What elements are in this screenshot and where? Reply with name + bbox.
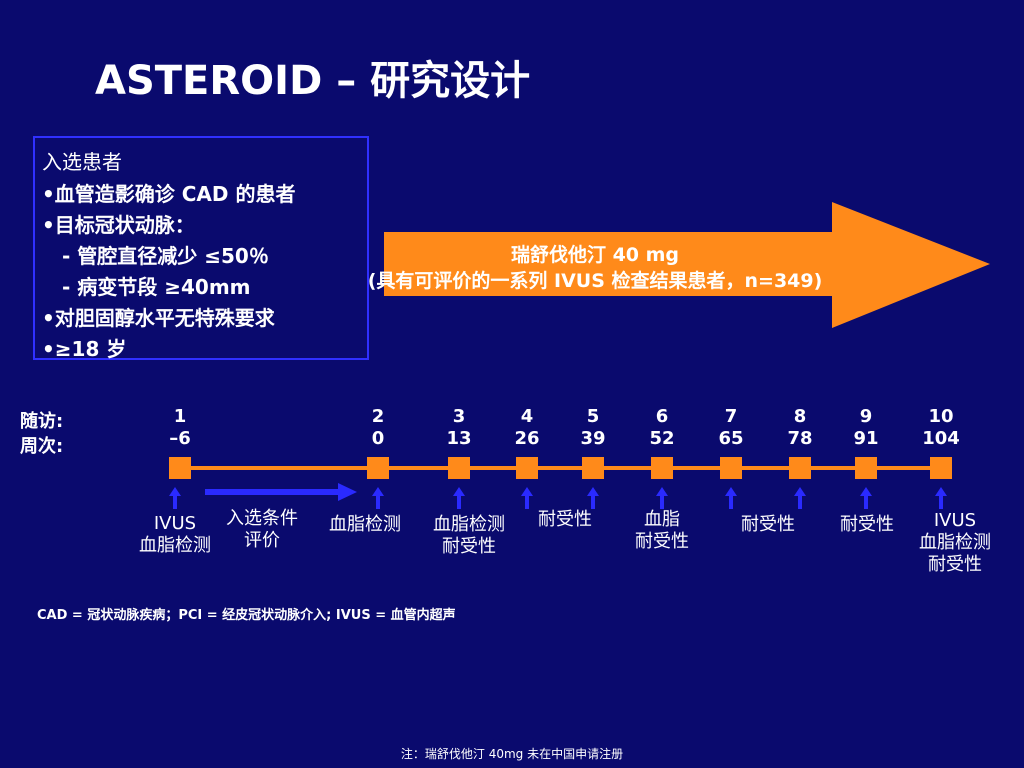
week-number: –6 xyxy=(169,428,191,449)
assessment-up-arrow xyxy=(372,487,384,509)
assessment-up-arrow xyxy=(521,487,533,509)
assessment-visit-2: 血脂检测 xyxy=(329,514,401,535)
assessment-up-arrow xyxy=(935,487,947,509)
week-number: 13 xyxy=(446,428,472,449)
criteria-line-1: •血管造影确诊 CAD 的患者 xyxy=(42,182,296,206)
visit-marker xyxy=(855,457,877,479)
registration-note: 注：瑞舒伐他汀 40mg 未在中国申请注册 xyxy=(400,747,624,761)
criteria-line-4: - 病变节段 ≥40mm xyxy=(62,275,251,299)
page-title: ASTEROID – 研究设计 xyxy=(95,58,531,104)
visit-tick-label: 1–6 xyxy=(150,406,210,450)
week-number: 104 xyxy=(922,428,960,449)
visit-row-label: 随访: xyxy=(20,411,64,432)
treatment-arrow-shape xyxy=(384,202,990,328)
visit-number: 4 xyxy=(520,406,534,427)
criteria-line-5: •对胆固醇水平无特殊要求 xyxy=(42,306,275,330)
assessment-visit-6: 血脂耐受性 xyxy=(635,509,689,552)
assessment-up-arrow xyxy=(794,487,806,509)
week-number: 65 xyxy=(718,428,744,449)
visit-number: 5 xyxy=(586,406,600,427)
timeline-line xyxy=(175,466,945,470)
visit-number: 1 xyxy=(173,406,187,427)
screening-arrow xyxy=(205,483,357,501)
visit-number: 7 xyxy=(724,406,738,427)
visit-marker xyxy=(789,457,811,479)
assessment-screening: 入选条件评价 xyxy=(226,508,298,551)
assessment-visit-4-5: 耐受性 xyxy=(538,509,592,530)
visit-marker xyxy=(651,457,673,479)
assessment-up-arrow xyxy=(860,487,872,509)
abbreviation-footnote: CAD = 冠状动脉疾病；PCI = 经皮冠状动脉介入; IVUS = 血管内超… xyxy=(37,608,456,623)
criteria-line-3: - 管腔直径减少 ≤50％ xyxy=(62,244,269,268)
visit-marker xyxy=(367,457,389,479)
criteria-heading: 入选患者 xyxy=(42,150,122,174)
criteria-line-2: •目标冠状动脉： xyxy=(42,213,195,237)
assessment-up-arrow xyxy=(587,487,599,509)
visit-marker xyxy=(448,457,470,479)
week-number: 91 xyxy=(853,428,879,449)
visit-marker xyxy=(582,457,604,479)
visit-marker xyxy=(516,457,538,479)
assessment-visit-3: 血脂检测耐受性 xyxy=(433,514,505,557)
visit-marker xyxy=(930,457,952,479)
week-number: 0 xyxy=(371,428,385,449)
assessment-visit-7-8: 耐受性 xyxy=(741,514,795,535)
week-number: 78 xyxy=(787,428,813,449)
week-number: 26 xyxy=(514,428,540,449)
visit-number: 8 xyxy=(793,406,807,427)
visit-marker xyxy=(720,457,742,479)
criteria-line-6: •≥18 岁 xyxy=(42,337,127,361)
week-row-label: 周次: xyxy=(20,436,64,457)
assessment-up-arrow xyxy=(725,487,737,509)
week-number: 39 xyxy=(580,428,606,449)
assessment-visit-9: 耐受性 xyxy=(840,514,894,535)
visit-number: 9 xyxy=(859,406,873,427)
assessment-up-arrow xyxy=(656,487,668,509)
assessment-up-arrow xyxy=(169,487,181,509)
visit-number: 2 xyxy=(371,406,385,427)
treatment-arrow xyxy=(384,202,990,328)
treatment-arrow-line2: (具有可评价的一系列 IVUS 检查结果患者，n=349) xyxy=(367,270,823,292)
visit-number: 6 xyxy=(655,406,669,427)
visit-number: 3 xyxy=(452,406,466,427)
inclusion-criteria-box xyxy=(33,136,369,360)
visit-marker xyxy=(169,457,191,479)
week-number: 52 xyxy=(649,428,675,449)
assessment-up-arrow xyxy=(453,487,465,509)
treatment-arrow-line1: 瑞舒伐他汀 40 mg xyxy=(510,244,680,266)
visit-number: 10 xyxy=(928,406,954,427)
